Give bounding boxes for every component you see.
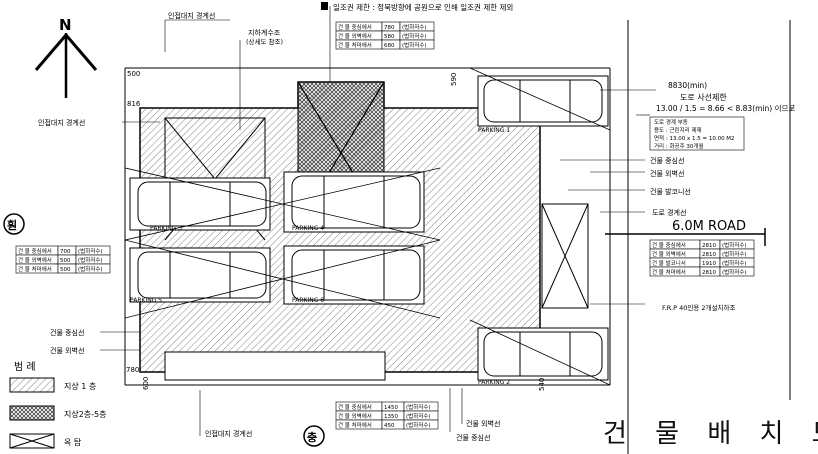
table-cell-text: (법하저수) bbox=[722, 241, 747, 249]
table-cell-text: 건 물 발코니서 bbox=[652, 259, 686, 267]
table-cell-text: 2810 bbox=[702, 270, 716, 276]
road-name: 6.0M ROAD bbox=[672, 219, 746, 234]
svg-text:훤: 훤 bbox=[7, 218, 17, 232]
dim-600: 600 bbox=[142, 377, 150, 390]
table-cell-text: (법하저수) bbox=[406, 412, 431, 420]
table-cell-text: 건 물 외벽에서 bbox=[338, 32, 372, 40]
table-cell-text: 건 물 외벽에서 bbox=[338, 412, 372, 420]
table-cell-text: 건 물 중심에서 bbox=[338, 23, 372, 31]
dim-590: 590 bbox=[450, 73, 458, 86]
direction-marker-bottom: 충 bbox=[303, 425, 325, 447]
north-label: N bbox=[59, 16, 72, 34]
table-cell-text: 건 물 외벽에서 bbox=[18, 256, 52, 264]
underground-stairs-label: 지하계수조 bbox=[248, 28, 281, 37]
road-setback-title: 도로 사선제한 bbox=[680, 93, 727, 102]
table-cell-text: (법하저수) bbox=[406, 403, 431, 411]
direction-marker-left: 훤 bbox=[3, 213, 25, 235]
dim-816: 816 bbox=[127, 100, 141, 108]
table-cell-text: (법하저수) bbox=[722, 268, 747, 276]
svg-text:충: 충 bbox=[307, 430, 317, 444]
bldg-outer-left-label: 건물 외벽선 bbox=[50, 346, 84, 355]
adjacent-boundary-left-label: 인접대지 경계선 bbox=[38, 118, 85, 127]
road-dim-label: 8830(min) bbox=[668, 81, 707, 90]
table-cell-text: (법하저수) bbox=[78, 265, 103, 273]
table-cell-text: 1350 bbox=[384, 414, 398, 420]
table-cell-text: (법하저수) bbox=[406, 421, 431, 429]
table-cell-text: 건 물 중심에서 bbox=[652, 241, 686, 249]
table-cell-text: 780 bbox=[384, 25, 395, 31]
legend-item: 지상 1 층 bbox=[64, 381, 96, 391]
table-cell-text: 건 물 처마에서 bbox=[652, 268, 686, 276]
frp-note: F.R.P 40인용 2개설치하조 bbox=[662, 303, 735, 312]
table-cell-text: 450 bbox=[384, 423, 395, 429]
table-cell-text: 건 물 외벽에서 bbox=[652, 250, 686, 258]
table-cell-text: (법하저수) bbox=[78, 247, 103, 255]
parking-label: PARKING 2 bbox=[478, 379, 510, 386]
table-cell-text: 500 bbox=[60, 267, 71, 273]
table-cell-text: 건 물 처마에서 bbox=[18, 265, 52, 273]
road-info-line: 거리 : 화공주 30개월 bbox=[654, 142, 704, 150]
table-cell-text: 500 bbox=[60, 258, 71, 264]
parking-bays bbox=[129, 75, 609, 381]
road-info-line: 면적 : 13.00 x 1.5 = 10.00 M2 bbox=[654, 134, 735, 142]
north-arrow-icon: N bbox=[34, 16, 98, 98]
parking-label: PARKING 3 bbox=[150, 225, 182, 232]
table-cell-text: 건 물 처마에서 bbox=[338, 41, 372, 49]
table-cell-text: 2810 bbox=[702, 243, 716, 249]
road-info-line: 용도 : 근린지리 제재 bbox=[654, 126, 702, 134]
bldg-center-bottom-label: 건물 중심선 bbox=[456, 433, 490, 442]
road-setback-formula: 13.00 / 1.5 = 8.66 < 8.83(min) 이므로 bbox=[656, 103, 795, 113]
table-cell bbox=[403, 419, 439, 430]
parking-label: PARKING 4 bbox=[292, 225, 324, 232]
table-cell-text: 1910 bbox=[702, 261, 716, 267]
table-cell-text: (법하저수) bbox=[402, 41, 427, 49]
table-cell-text: 건 물 중심에서 bbox=[18, 247, 52, 255]
table-cell-text: (법하저수) bbox=[722, 250, 747, 258]
table-cell-text: (법하저수) bbox=[78, 256, 103, 264]
underground-stairs-sub: (상세도 참조) bbox=[246, 37, 283, 46]
sunlight-note: 일조권 제한 : 정북방향에 공원으로 인해 일조권 제한 제외 bbox=[333, 2, 513, 12]
bldg-center-left-label: 건물 중심선 bbox=[50, 328, 84, 337]
adjacent-boundary-top-label: 인접대지 경계선 bbox=[168, 11, 215, 20]
bldg-center-label: 건물 중심선 bbox=[650, 156, 684, 165]
road-boundary-label: 도로 경계선 bbox=[652, 208, 686, 217]
table-cell-text: 2810 bbox=[702, 252, 716, 258]
table-cell-text: 1450 bbox=[384, 405, 398, 411]
legend-item: 옥 탑 bbox=[64, 438, 82, 447]
table-cell bbox=[75, 263, 111, 274]
legend-item: 지상2층-5층 bbox=[64, 409, 107, 419]
setback-tables: 건 물 중심에서 780 (법하저수) 건 물 외벽에서 580 (법하저수) 건 물 처마… bbox=[15, 21, 755, 430]
table-cell-text: (법하저수) bbox=[402, 23, 427, 31]
site-boundary bbox=[124, 67, 611, 386]
table-cell-text: (법하저수) bbox=[722, 259, 747, 267]
frp-tank bbox=[541, 203, 589, 309]
table-cell bbox=[719, 266, 755, 277]
dim-540: 540 bbox=[538, 378, 546, 391]
bldg-outer-bottom-label: 건물 외벽선 bbox=[466, 419, 500, 428]
road-info-line: 도로 경계 부동 bbox=[654, 118, 688, 126]
legend-title: 범 례 bbox=[14, 361, 36, 373]
drawing-title: 건 물 배 치 도 bbox=[603, 419, 818, 449]
parking-label: PARKING 5 bbox=[130, 297, 162, 304]
parking-label: PARKING 6 bbox=[292, 297, 324, 304]
table-cell-text: 700 bbox=[60, 249, 71, 255]
legend: 범 례 지상 1 층 지상2층-5층 옥 탑 bbox=[9, 361, 107, 449]
bldg-balcony-label: 건물 발코니선 bbox=[650, 187, 691, 196]
table-cell bbox=[399, 39, 435, 50]
bldg-outer-label: 건물 외벽선 bbox=[650, 169, 684, 178]
table-cell-text: 580 bbox=[384, 34, 395, 40]
table-cell-text: 건 물 중심에서 bbox=[338, 403, 372, 411]
adjacent-boundary-bottom-label: 인접대지 경계선 bbox=[205, 429, 252, 438]
dim-780: 780 bbox=[126, 366, 139, 374]
parking-label: PARKING 1 bbox=[478, 127, 510, 134]
dim-500: 500 bbox=[127, 70, 140, 78]
table-cell-text: 680 bbox=[384, 43, 395, 49]
table-cell-text: 건 물 처마에서 bbox=[338, 421, 372, 429]
table-cell-text: (법하저수) bbox=[402, 32, 427, 40]
